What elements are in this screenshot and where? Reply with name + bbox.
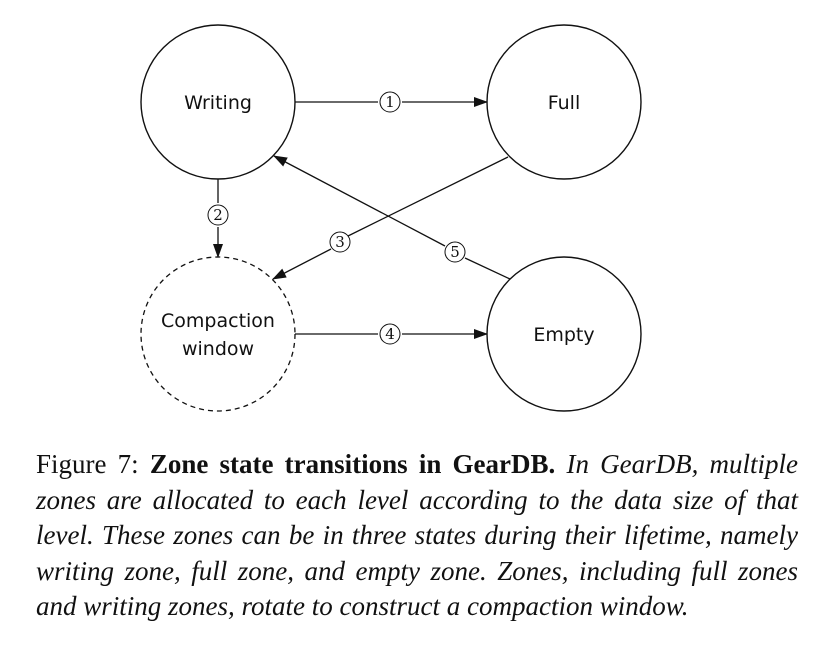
node-compaction-label-line1: Compaction [161, 310, 275, 332]
caption-body: In GearDB, multiple zones are allocated … [36, 449, 799, 621]
node-empty-label: Empty [533, 324, 594, 346]
step-2-label: 2 [213, 206, 223, 224]
figure-caption: Figure 7: Zone state transitions in Gear… [36, 447, 798, 625]
node-full: Full [486, 24, 642, 180]
step-3-badge: 3 [329, 231, 351, 253]
transition-1: 1 [295, 91, 488, 113]
transition-5: 5 [273, 155, 511, 280]
step-3-label: 3 [335, 233, 345, 251]
step-1-badge: 1 [379, 91, 401, 113]
node-writing: Writing [140, 24, 296, 180]
node-full-label: Full [548, 92, 581, 114]
transition-4: 4 [295, 323, 488, 345]
transition-2: 2 [207, 179, 229, 258]
node-compaction-label-line2: window [182, 338, 254, 360]
node-empty: Empty [486, 256, 642, 412]
caption-title: Zone state transitions in GearDB. [149, 449, 556, 479]
transition-3: 3 [272, 156, 509, 280]
step-5-badge: 5 [444, 241, 466, 263]
node-compaction-window: Compaction window [140, 256, 296, 412]
step-1-label: 1 [385, 93, 395, 111]
step-5-label: 5 [450, 243, 460, 261]
node-writing-label: Writing [184, 92, 252, 114]
step-2-badge: 2 [207, 204, 229, 226]
step-4-badge: 4 [379, 323, 401, 345]
zone-state-diagram: Writing Full Compaction window Empty 1 2 [140, 24, 642, 412]
step-4-label: 4 [385, 325, 395, 343]
caption-prefix: Figure 7: [36, 449, 150, 479]
